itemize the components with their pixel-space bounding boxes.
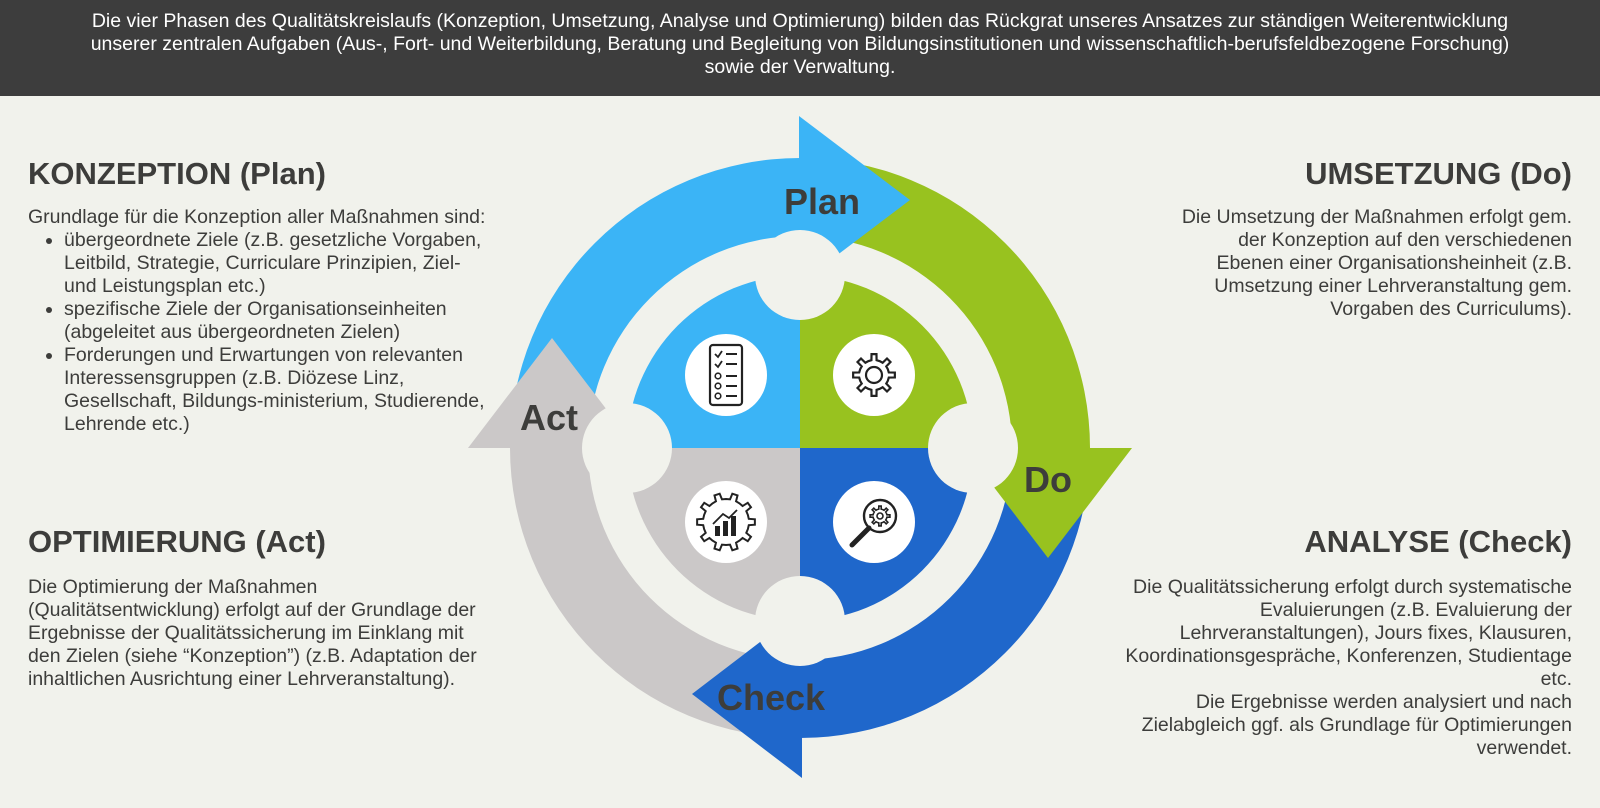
umsetzung-section: UMSETZUNG (Do) Die Umsetzung der Maßnahm… xyxy=(1172,156,1572,321)
konzeption-list-item: übergeordnete Ziele (z.B. gesetzliche Vo… xyxy=(64,229,498,298)
gear-icon xyxy=(833,334,915,416)
cycle-label-check: Check xyxy=(717,677,826,718)
analyse-section: ANALYSE (Check) Die Qualitätssicherung e… xyxy=(1112,524,1572,760)
gear-growth-chart-icon xyxy=(685,481,767,563)
optimierung-text: Die Optimierung der Maßnahmen (Qualitäts… xyxy=(28,576,477,690)
puzzle-notch-top xyxy=(755,230,845,320)
puzzle-notch-bottom xyxy=(755,576,845,666)
cycle-label-act: Act xyxy=(520,397,578,438)
optimierung-section: OPTIMIERUNG (Act) Die Optimierung der Ma… xyxy=(28,524,498,691)
umsetzung-text: Die Umsetzung der Maßnahmen erfolgt gem.… xyxy=(1181,206,1572,320)
do-ring-segment xyxy=(800,158,1090,448)
umsetzung-title: UMSETZUNG (Do) xyxy=(1305,156,1572,191)
konzeption-list-item: Forderungen und Erwartungen von relevant… xyxy=(64,344,498,436)
puzzle-notch-right xyxy=(928,403,1018,493)
optimierung-title: OPTIMIERUNG (Act) xyxy=(28,524,326,559)
intro-banner-text: Die vier Phasen des Qualitätskreislaufs … xyxy=(90,10,1510,78)
konzeption-section: KONZEPTION (Plan) Grundlage für die Konz… xyxy=(28,156,498,436)
cycle-label-plan: Plan xyxy=(784,181,860,222)
konzeption-list: übergeordnete Ziele (z.B. gesetzliche Vo… xyxy=(28,229,498,436)
intro-banner: Die vier Phasen des Qualitätskreislaufs … xyxy=(0,0,1600,96)
check-ring-segment xyxy=(800,448,1090,738)
checklist-icon xyxy=(685,334,767,416)
analyse-text-1: Die Qualitätssicherung erfolgt durch sys… xyxy=(1125,576,1572,690)
magnifier-gear-icon xyxy=(833,481,915,563)
puzzle-notch-left xyxy=(582,403,672,493)
cycle-label-do: Do xyxy=(1024,459,1072,500)
plan-ring-segment xyxy=(510,158,800,448)
analyse-text-2: Die Ergebnisse werden analysiert und nac… xyxy=(1141,691,1572,759)
konzeption-title: KONZEPTION (Plan) xyxy=(28,156,326,191)
act-ring-segment xyxy=(510,448,800,738)
konzeption-list-item: spezifische Ziele der Organisationseinhe… xyxy=(64,298,498,344)
analyse-title: ANALYSE (Check) xyxy=(1304,524,1572,559)
konzeption-intro: Grundlage für die Konzeption aller Maßna… xyxy=(28,206,486,228)
